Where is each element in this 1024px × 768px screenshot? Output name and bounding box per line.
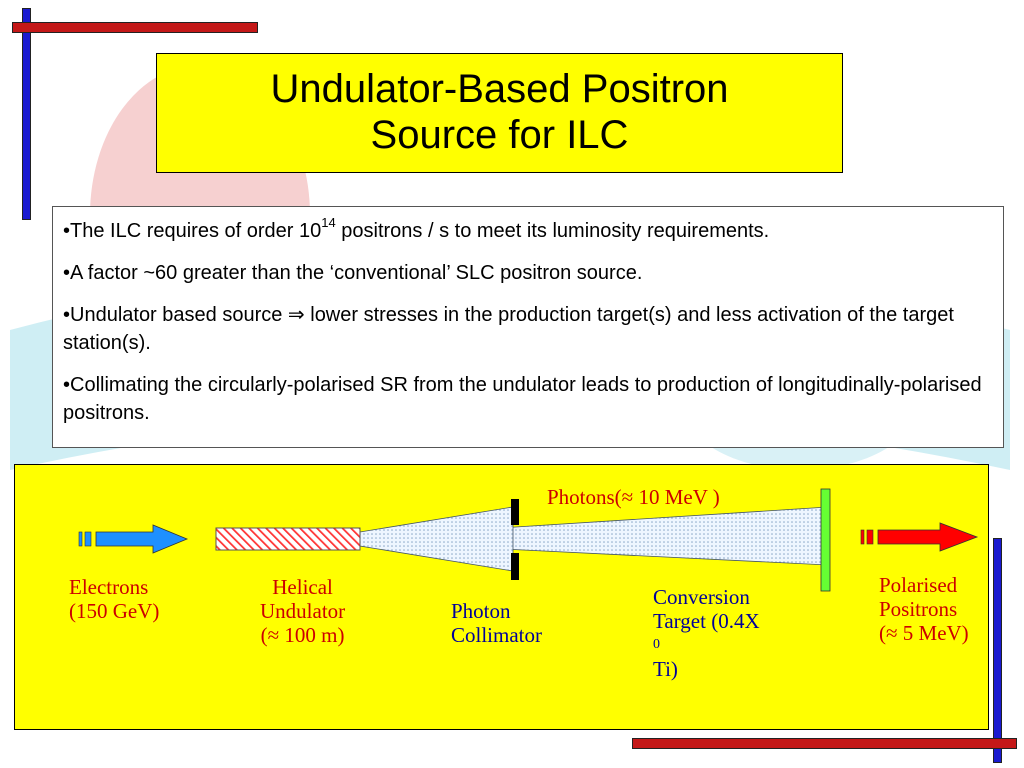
target-label: Conversion Target (0.4X 0 Ti) <box>653 585 760 681</box>
frame-bar-top-left-vertical <box>22 8 31 220</box>
electron-beam-arrow <box>78 524 189 554</box>
bullet-2-text: •A factor ~60 greater than the ‘conventi… <box>63 262 643 284</box>
undulator-label-line-1: Helical <box>272 575 333 599</box>
photon-collimator-shape <box>511 499 519 580</box>
positrons-label-line-1: Polarised <box>879 573 958 597</box>
bullet-list: •The ILC requires of order 1014 positron… <box>52 206 1004 448</box>
title-line-2: Source for ILC <box>370 113 629 157</box>
bullet-3-text-end: lower stresses in the production target(… <box>63 304 954 354</box>
implies-arrow-icon: ⇒ <box>287 304 305 326</box>
bullet-1-exponent: 14 <box>321 215 336 231</box>
positrons-label-line-2: Positrons <box>879 597 958 621</box>
bullet-luminosity: •The ILC requires of order 1014 positron… <box>63 215 991 245</box>
helical-undulator-block <box>215 527 361 551</box>
diagram-graphics <box>78 488 979 592</box>
collimator-label: Photon Collimator <box>451 599 542 647</box>
electrons-label-line-2: (150 GeV) <box>69 599 160 623</box>
frame-bar-bottom-right-horizontal <box>632 738 1017 749</box>
electrons-label-line-1: Electrons <box>69 575 149 599</box>
frame-bar-bottom-right-vertical <box>993 538 1002 763</box>
electrons-label: Electrons (150 GeV) <box>69 575 159 623</box>
bullet-1-text: •The ILC requires of order 10 <box>63 220 322 242</box>
photons-label: Photons(≈ 10 MeV ) <box>547 485 720 509</box>
bullet-lower-stress: •Undulator based source ⇒ lower stresses… <box>63 301 991 357</box>
undulator-label-line-3: (≈ 100 m) <box>260 623 345 647</box>
bullet-polarisation: •Collimating the circularly-polarised SR… <box>63 371 991 427</box>
target-label-text: Target (0.4X <box>653 609 760 633</box>
undulator-label: Helical Undulator (≈ 100 m) <box>260 575 345 647</box>
bullet-3-text: •Undulator based source <box>63 304 288 326</box>
photon-beam-inner <box>359 506 514 572</box>
bullet-slc-factor: •A factor ~60 greater than the ‘conventi… <box>63 259 991 287</box>
frame-bar-top-left-horizontal <box>12 22 258 33</box>
positron-source-diagram: Photons(≈ 10 MeV ) Electrons (150 GeV) H… <box>14 464 989 730</box>
title-line-1: Undulator-Based Positron <box>270 67 729 111</box>
page-title: Undulator-Based Positron Source for ILC <box>156 53 843 173</box>
conversion-target-plate <box>820 488 831 592</box>
collimator-label-line-2: Collimator <box>451 623 542 647</box>
bullet-1-text-end: positrons / s to meet its luminosity req… <box>335 220 770 242</box>
collimator-label-line-1: Photon <box>451 599 511 623</box>
positrons-label: Polarised Positrons (≈ 5 MeV) <box>879 573 969 645</box>
target-label-subscript: 0 <box>653 637 660 652</box>
target-label-line-2: Target (0.4X 0 Ti) <box>653 609 760 681</box>
bullet-4-text: •Collimating the circularly-polarised SR… <box>63 374 982 424</box>
undulator-label-line-2: Undulator <box>260 599 346 623</box>
positron-beam-arrow <box>860 522 979 552</box>
target-label-text-end: Ti) <box>653 657 678 681</box>
target-label-line-1: Conversion <box>653 585 750 609</box>
positrons-label-line-3: (≈ 5 MeV) <box>879 621 969 645</box>
